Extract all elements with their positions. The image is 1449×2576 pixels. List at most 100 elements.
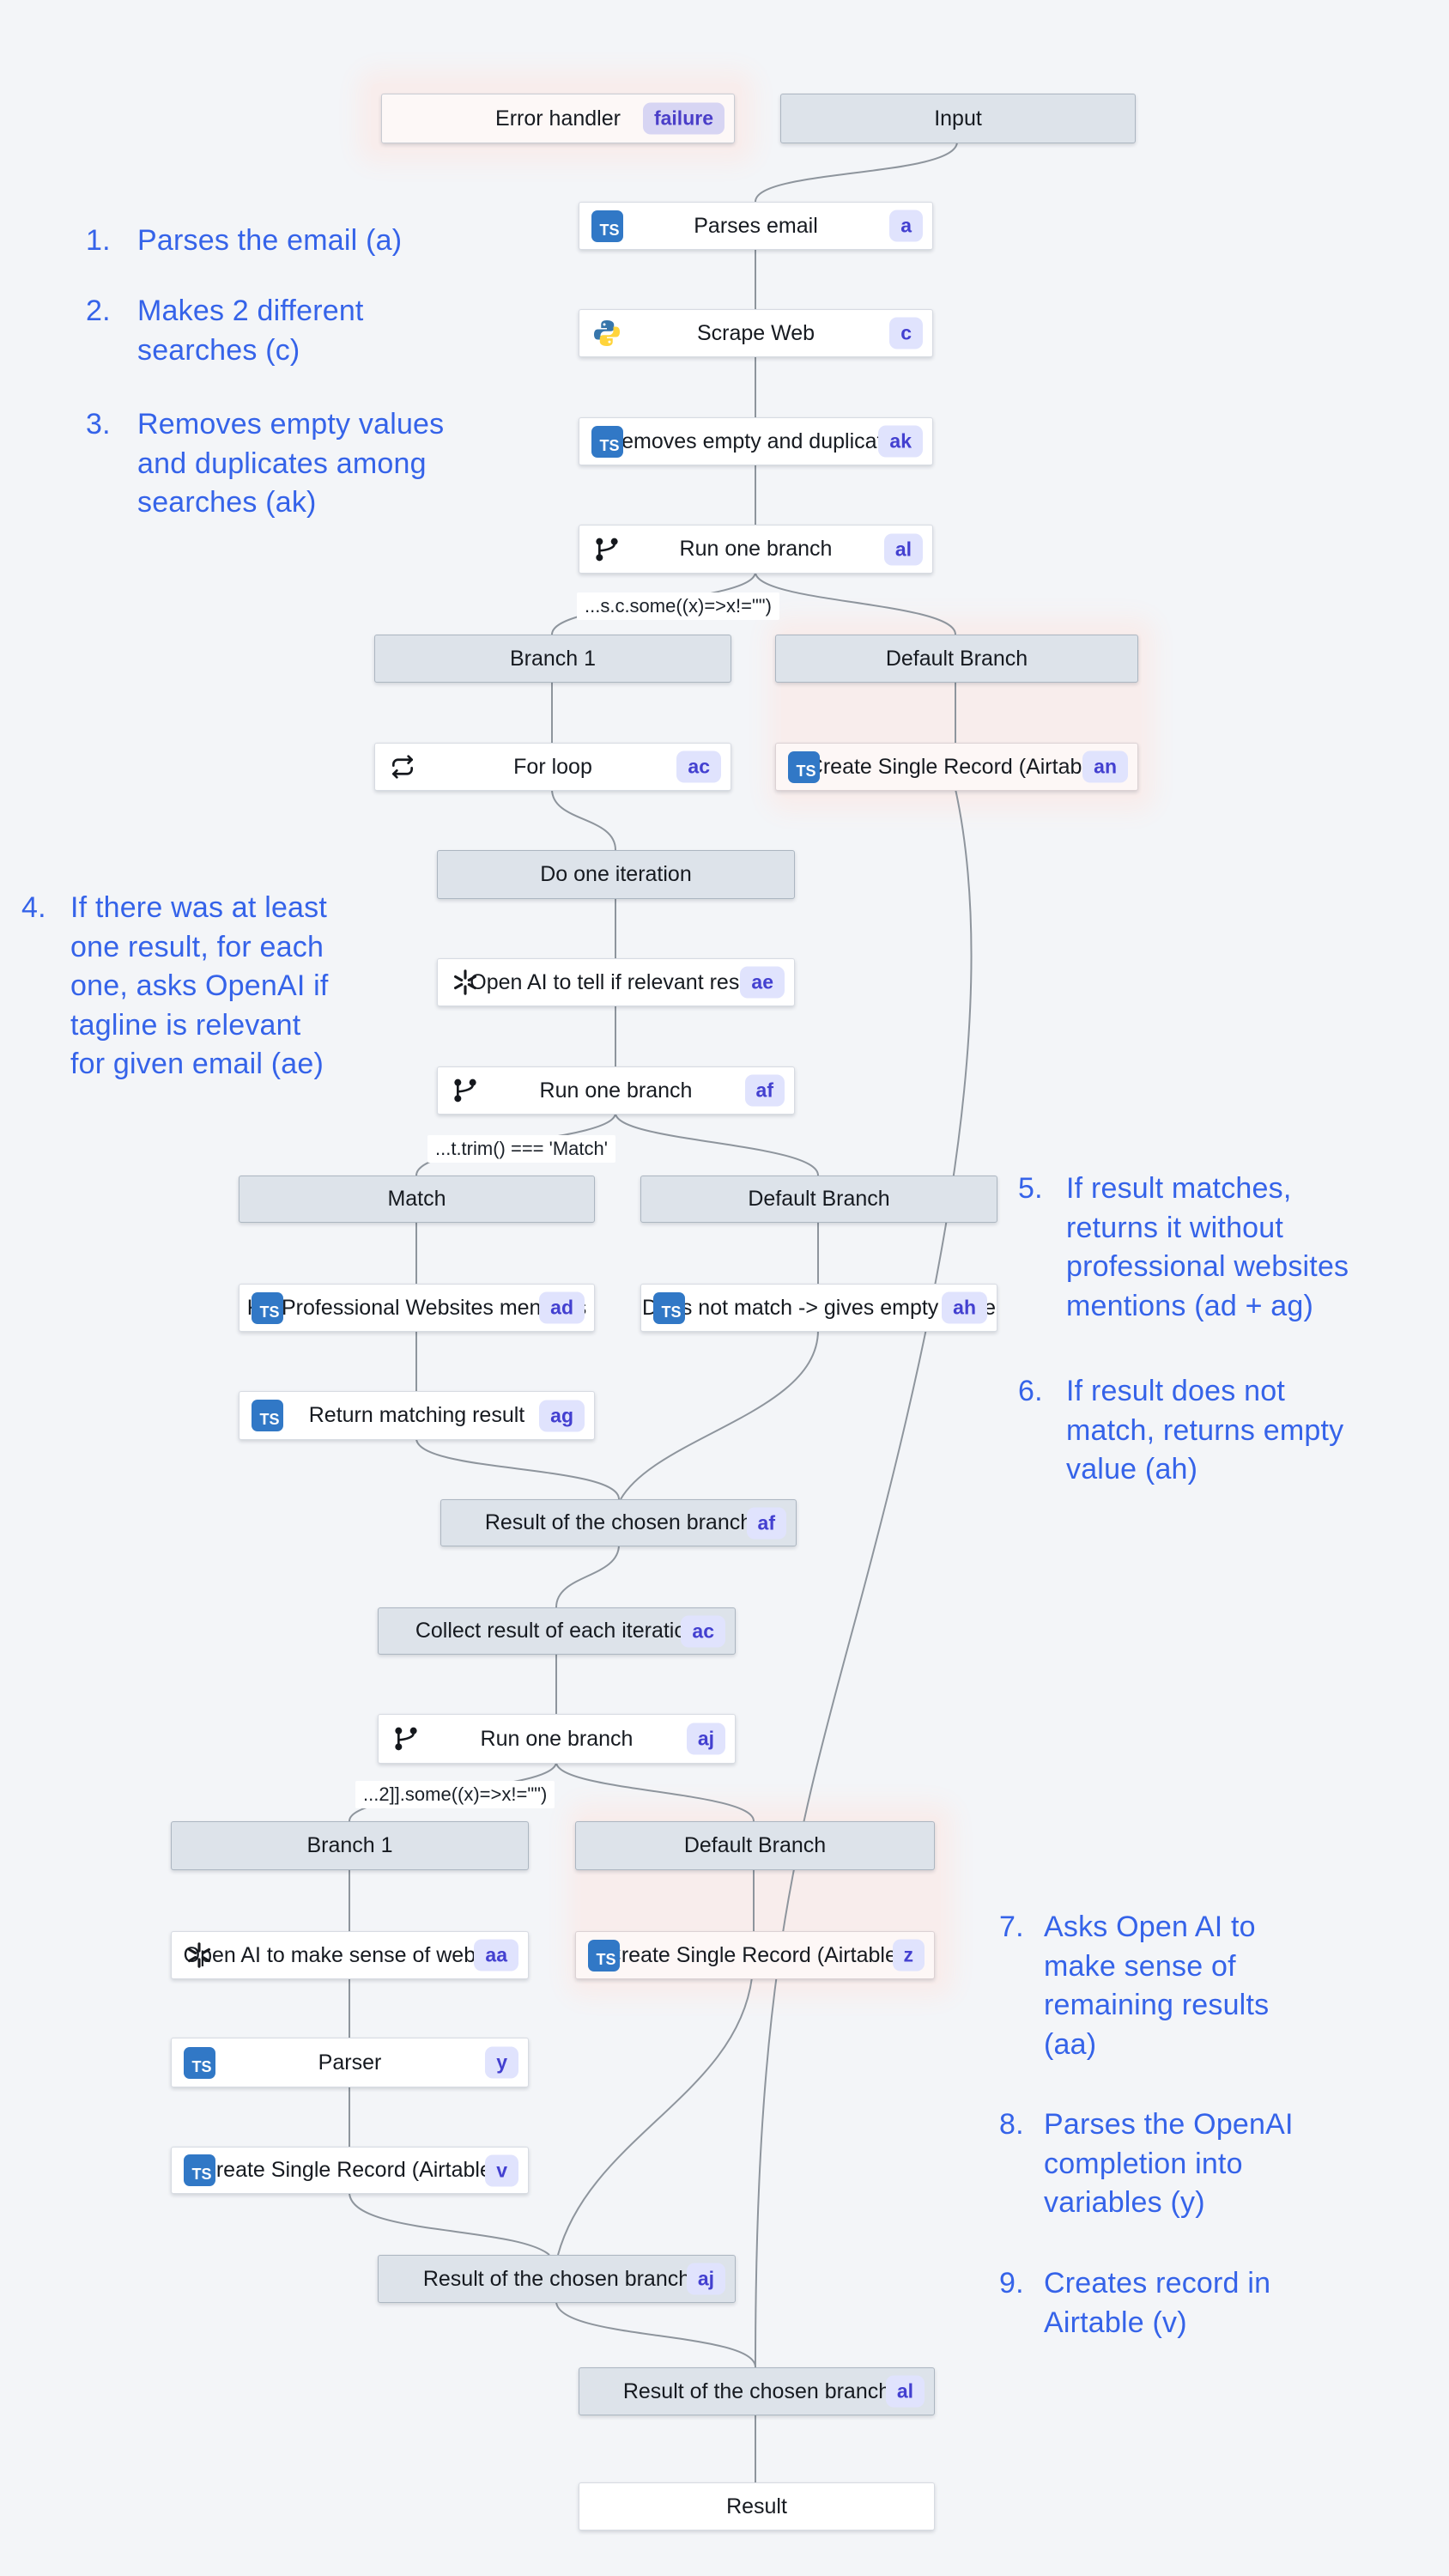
- node-create-single-record-z[interactable]: TS Create Single Record (Airtable) z: [575, 1931, 935, 1979]
- node-label: Scrape Web: [696, 320, 815, 345]
- node-label: Do one iteration: [540, 862, 692, 886]
- node-label: Run one branch: [480, 1726, 634, 1751]
- node-label: Open AI to make sense of web info: [183, 1942, 517, 1967]
- node-label: Does not match -> gives empty value: [642, 1295, 996, 1320]
- node-label: Parser: [318, 2050, 382, 2075]
- branch-condition-label: ...2]].some((x)=>x!=""): [355, 1781, 555, 1808]
- node-error-handler[interactable]: Error handler failure: [381, 94, 735, 143]
- node-label: Collect result of each iteration: [415, 1619, 699, 1643]
- node-run-one-branch-af[interactable]: Run one branch af: [437, 1066, 795, 1115]
- node-run-one-branch-aj[interactable]: Run one branch aj: [378, 1714, 736, 1764]
- step-badge: aj: [686, 2263, 725, 2295]
- node-for-loop[interactable]: For loop ac: [374, 743, 731, 791]
- step-badge: ak: [878, 425, 923, 458]
- branch-condition-label: ...s.c.some((x)=>x!=""): [577, 592, 779, 620]
- node-label: Create Single Record (Airtable): [605, 1942, 905, 1967]
- node-return-matching-ag[interactable]: TS Return matching result ag: [239, 1391, 595, 1440]
- node-label: Input: [934, 106, 982, 131]
- failure-badge: failure: [642, 102, 724, 135]
- node-result-chosen-branch-al[interactable]: Result of the chosen branch al: [579, 2367, 935, 2415]
- annotation-8: 8. Parses the OpenAI completion into var…: [999, 2108, 1294, 2220]
- node-input[interactable]: Input: [780, 94, 1136, 143]
- node-label: Error handler: [495, 106, 621, 131]
- step-badge: ah: [942, 1291, 987, 1324]
- openai-icon: [449, 966, 482, 999]
- typescript-icon: TS: [251, 1291, 283, 1324]
- node-openai-relevant-ae[interactable]: Open AI to tell if relevant result ae: [437, 958, 795, 1006]
- annotation-9: 9. Creates record in Airtable (v): [999, 2267, 1271, 2339]
- node-label: Create Single Record (Airtable): [200, 2158, 500, 2182]
- node-label: Create Single Record (Airtable): [807, 754, 1106, 779]
- step-badge: ac: [676, 750, 721, 783]
- annotation-7: 7. Asks Open AI to make sense of remaini…: [999, 1911, 1270, 2061]
- typescript-icon: TS: [591, 425, 623, 458]
- node-label: Branch 1: [306, 1833, 393, 1857]
- node-branch1-a[interactable]: Branch 1: [374, 635, 731, 683]
- step-badge: aj: [686, 1722, 725, 1755]
- typescript-icon: TS: [591, 210, 623, 242]
- step-badge: af: [744, 1074, 785, 1107]
- node-label: Result: [726, 2494, 787, 2518]
- node-do-one-iteration[interactable]: Do one iteration: [437, 850, 795, 899]
- node-label: Return matching result: [308, 1403, 525, 1427]
- node-default-branch-b[interactable]: Default Branch: [640, 1176, 997, 1223]
- node-result[interactable]: Result: [579, 2482, 935, 2530]
- node-label: Run one branch: [679, 537, 833, 561]
- node-create-single-record-an[interactable]: TS Create Single Record (Airtable) an: [775, 743, 1138, 791]
- step-badge: af: [746, 1507, 786, 1539]
- node-default-branch-a[interactable]: Default Branch: [775, 635, 1138, 683]
- typescript-icon: TS: [183, 2046, 215, 2079]
- step-badge: a: [889, 210, 923, 242]
- node-run-one-branch-al[interactable]: Run one branch al: [579, 525, 933, 574]
- node-label: For loop: [513, 754, 592, 779]
- node-does-not-match-ah[interactable]: TS Does not match -> gives empty value a…: [640, 1284, 997, 1332]
- node-label: Kill Professional Websites mentions: [246, 1295, 587, 1320]
- node-label: Open AI to tell if relevant result: [470, 969, 762, 994]
- annotation-5: 5. If result matches, returns it without…: [1018, 1172, 1349, 1322]
- node-label: Branch 1: [509, 646, 597, 671]
- git-branch-icon: [449, 1074, 482, 1107]
- git-branch-icon: [591, 533, 623, 566]
- annotation-6: 6. If result does not match, returns emp…: [1018, 1375, 1344, 1486]
- node-label: Default Branch: [683, 1833, 827, 1857]
- openai-icon: [183, 1939, 215, 1971]
- node-label: Match: [387, 1187, 446, 1211]
- node-label: Result of the chosen branch: [422, 2266, 691, 2291]
- node-result-chosen-branch-af[interactable]: Result of the chosen branch af: [440, 1499, 797, 1546]
- node-collect-result-ac[interactable]: Collect result of each iteration ac: [378, 1607, 736, 1655]
- node-label: Default Branch: [885, 646, 1028, 671]
- git-branch-icon: [390, 1722, 422, 1755]
- node-openai-make-sense-aa[interactable]: Open AI to make sense of web info aa: [171, 1931, 529, 1979]
- node-label: Removes empty and duplicates: [606, 428, 906, 453]
- node-removes-empty-duplicates[interactable]: TS Removes empty and duplicates ak: [579, 417, 933, 465]
- node-result-chosen-branch-aj[interactable]: Result of the chosen branch aj: [378, 2255, 736, 2303]
- node-match[interactable]: Match: [239, 1176, 595, 1223]
- node-default-branch-c[interactable]: Default Branch: [575, 1821, 935, 1870]
- step-badge: aa: [474, 1939, 518, 1971]
- step-badge: y: [485, 2046, 518, 2079]
- step-badge: an: [1082, 750, 1128, 783]
- step-badge: al: [883, 533, 923, 565]
- node-branch1-b[interactable]: Branch 1: [171, 1821, 529, 1870]
- step-badge: ac: [681, 1615, 725, 1647]
- typescript-icon: TS: [787, 750, 820, 783]
- node-label: Result of the chosen branch: [484, 1510, 753, 1534]
- step-badge: al: [885, 2375, 925, 2408]
- typescript-icon: TS: [587, 1939, 620, 1971]
- node-create-single-record-v[interactable]: TS Create Single Record (Airtable) v: [171, 2147, 529, 2194]
- node-scrape-web[interactable]: Scrape Web c: [579, 309, 933, 357]
- node-label: Result of the chosen branch: [622, 2379, 891, 2403]
- node-parser-y[interactable]: TS Parser y: [171, 2038, 529, 2087]
- python-icon: [591, 317, 623, 349]
- typescript-icon: TS: [183, 2154, 215, 2187]
- step-badge: z: [892, 1939, 925, 1971]
- annotation-4: 4. If there was at least one result, for…: [21, 891, 329, 1081]
- step-badge: v: [485, 2154, 518, 2186]
- typescript-icon: TS: [251, 1400, 283, 1432]
- node-parses-email[interactable]: TS Parses email a: [579, 202, 933, 250]
- node-kill-websites-ad[interactable]: TS Kill Professional Websites mentions a…: [239, 1284, 595, 1332]
- step-badge: c: [889, 317, 923, 349]
- branch-condition-label: ...t.trim() === 'Match': [427, 1135, 615, 1163]
- annotation-2: 2. Makes 2 different searches (c): [86, 295, 364, 367]
